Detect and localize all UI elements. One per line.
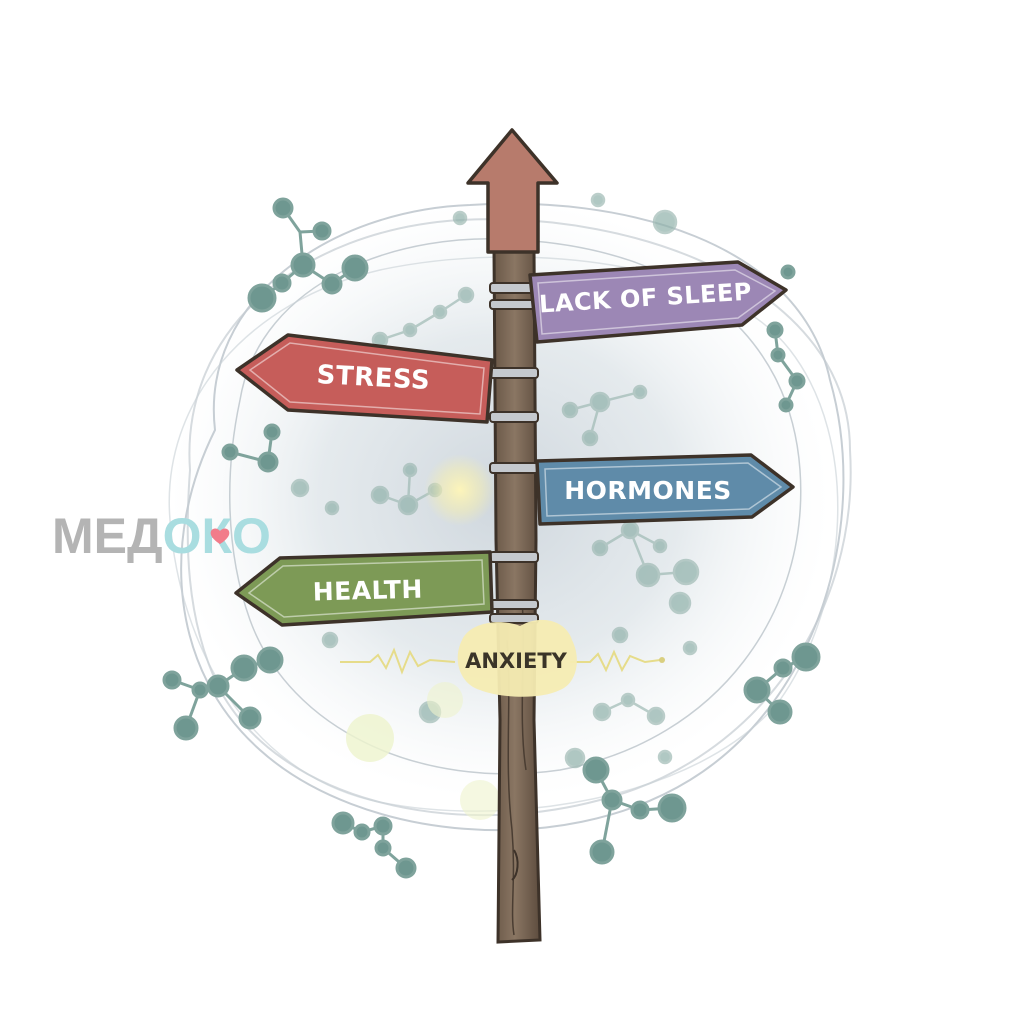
sign-hormones-label: HORMONES (564, 476, 732, 505)
sign-health: HEALTH (234, 550, 494, 627)
watermark-part1: МЕД (52, 508, 163, 564)
sign-lack-of-sleep: LACK OF SLEEP (528, 260, 788, 344)
anxiety-highlight: ANXIETY (340, 619, 665, 697)
sign-health-label: HEALTH (312, 575, 423, 607)
heart-icon (210, 528, 230, 544)
svg-text:МЕДОКО: МЕДОКО (52, 508, 271, 564)
signpost-pole (489, 248, 542, 944)
sign-hormones: HORMONES (535, 453, 795, 526)
sign-stress-label: STRESS (316, 360, 431, 396)
watermark-logo: МЕДОКО (52, 508, 271, 564)
molecule-network (162, 197, 821, 879)
glow-spots (346, 454, 500, 820)
sign-stress: STRESS (235, 333, 494, 424)
anxiety-label: ANXIETY (465, 649, 568, 673)
top-arrow-sign (466, 128, 559, 254)
